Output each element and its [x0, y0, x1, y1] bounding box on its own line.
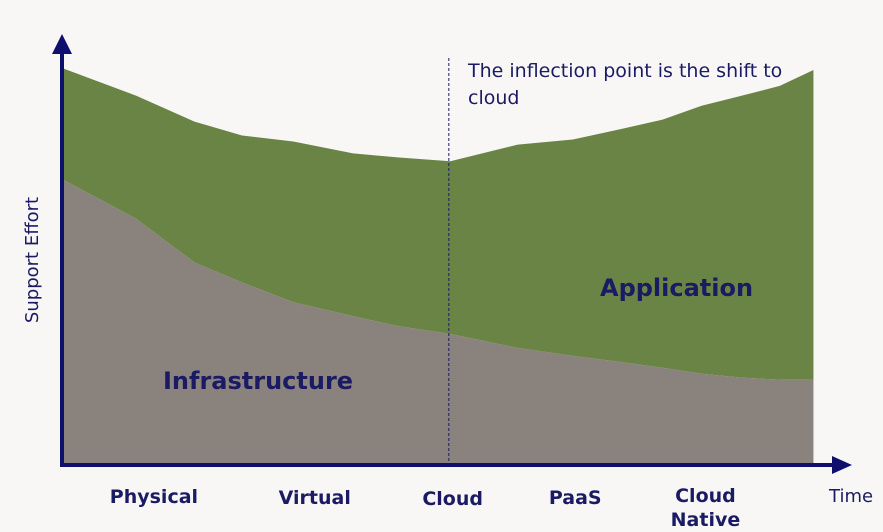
series-infrastructure-area	[62, 179, 814, 465]
annotation-line-2: cloud	[468, 87, 519, 109]
series-label-application: Application	[600, 274, 753, 302]
y-axis-arrow	[52, 34, 72, 54]
x-tick-label: Virtual	[279, 487, 351, 509]
x-tick-label: Physical	[110, 486, 198, 508]
series-application-area	[62, 68, 814, 380]
y-axis-title: Support Effort	[22, 197, 43, 323]
x-tick-label: PaaS	[549, 487, 602, 509]
area-layer	[62, 68, 814, 465]
annotation-line-1: The inflection point is the shift to	[467, 60, 782, 82]
axes-layer	[52, 34, 852, 474]
x-axis-arrow	[832, 456, 852, 474]
series-label-infrastructure: Infrastructure	[163, 367, 353, 395]
x-tick-label: Cloud	[422, 488, 483, 510]
x-axis-title: Time	[828, 486, 873, 507]
